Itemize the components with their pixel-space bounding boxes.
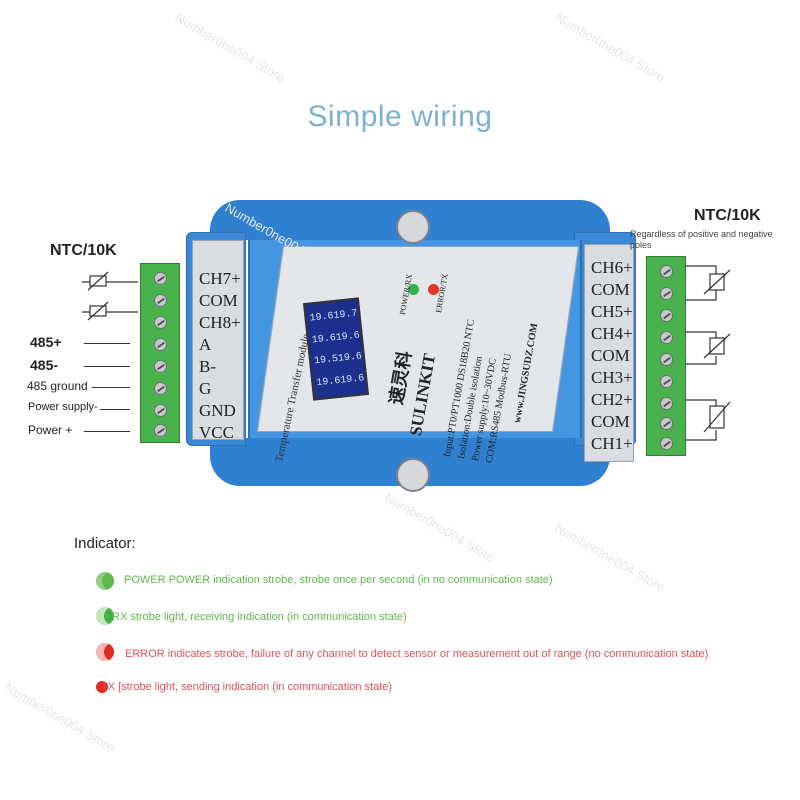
indicator-item-power: POWER POWER indication strobe, strobe on…	[124, 574, 553, 586]
indicator-title: Indicator:	[74, 535, 136, 552]
terminal-label-g: G	[199, 379, 212, 398]
lcd-value: 19.7	[333, 308, 359, 323]
left-ntc-sensors	[82, 271, 138, 321]
terminal-label-ch1: CH1+	[591, 434, 633, 453]
tx-indicator-icon	[96, 681, 108, 693]
led-error-tx	[428, 284, 439, 295]
left-terminal-block	[140, 263, 180, 443]
terminal-label-gnd: GND	[199, 401, 236, 420]
page-title: Simple wiring	[307, 100, 493, 133]
transmitter-module: CH7+ COM CH8+ A B- G GND VCC CH6+ COM CH…	[180, 188, 640, 492]
indicator-item-rx: RX strobe light, receiving indication (i…	[112, 611, 407, 623]
right-group-note: Regardless of positive and negative pole…	[630, 229, 773, 250]
terminal-label-ch7: CH7+	[199, 269, 241, 288]
error-indicator-icon	[96, 643, 114, 661]
right-terminal-labels: CH6+ COM CH5+ CH4+ COM CH3+ CH2+ COM CH1…	[584, 244, 634, 462]
wire-label-485-ground: 485 ground	[27, 379, 88, 393]
terminal-label-ch3: CH3+	[591, 368, 633, 387]
wire-power-plus	[84, 431, 130, 432]
mount-screw-bottom	[396, 458, 430, 492]
lcd-value: 19.5	[313, 354, 339, 368]
terminal-label-ch4: CH4+	[591, 324, 633, 343]
lcd-value: 19.6	[309, 311, 335, 325]
right-terminal-block	[646, 256, 686, 456]
terminal-label-com: COM	[199, 291, 238, 310]
watermark: Number0ne004 Store	[172, 10, 288, 86]
terminal-label-b: B-	[199, 357, 216, 376]
right-ntc-sensors	[686, 265, 731, 441]
mount-screw-top	[396, 210, 430, 244]
terminal-label-com: COM	[591, 346, 630, 365]
indicator-item-tx: TX [strobe light, sending indication (in…	[101, 681, 393, 693]
watermark: Number0ne004 Store	[552, 10, 668, 86]
wire-label-power-minus: Power supply-	[28, 401, 98, 413]
wire-485-ground	[92, 387, 130, 388]
watermark: Number0ne004 Store	[552, 520, 668, 596]
terminal-label-a: A	[199, 335, 212, 354]
wire-power-minus	[100, 409, 130, 410]
watermark: Number0ne004 Store	[382, 490, 498, 566]
terminal-label-ch5: CH5+	[591, 302, 633, 321]
left-terminal-labels: CH7+ COM CH8+ A B- G GND VCC	[192, 240, 244, 442]
lcd-value: 19.6	[339, 372, 365, 387]
left-group-title: NTC/10K	[50, 242, 117, 259]
indicator-item-error: ERROR indicates strobe, failure of any c…	[125, 648, 709, 660]
wire-485-plus	[84, 343, 130, 344]
lcd-value: 19.6	[311, 332, 337, 347]
terminal-label-ch2: CH2+	[591, 390, 633, 409]
terminal-label-ch6: CH6+	[591, 258, 633, 277]
wire-label-485-plus: 485+	[30, 334, 62, 350]
terminal-label-com: COM	[591, 280, 630, 299]
terminal-label-vcc: VCC	[199, 423, 234, 442]
lcd-value: 19.6	[337, 351, 363, 366]
right-group-title: NTC/10K	[694, 207, 761, 224]
wire-label-485-minus: 485-	[30, 357, 59, 373]
wire-485-minus	[84, 366, 130, 367]
terminal-label-com: COM	[591, 412, 630, 431]
lcd-value: 19.6	[315, 375, 341, 389]
terminal-label-ch8: CH8+	[199, 313, 241, 332]
wire-label-power-plus: Power +	[28, 423, 73, 437]
lcd-value: 19.6	[335, 330, 361, 344]
rx-indicator-icon	[96, 607, 114, 625]
led-power-rx	[408, 284, 419, 295]
power-indicator-icon	[96, 572, 114, 590]
